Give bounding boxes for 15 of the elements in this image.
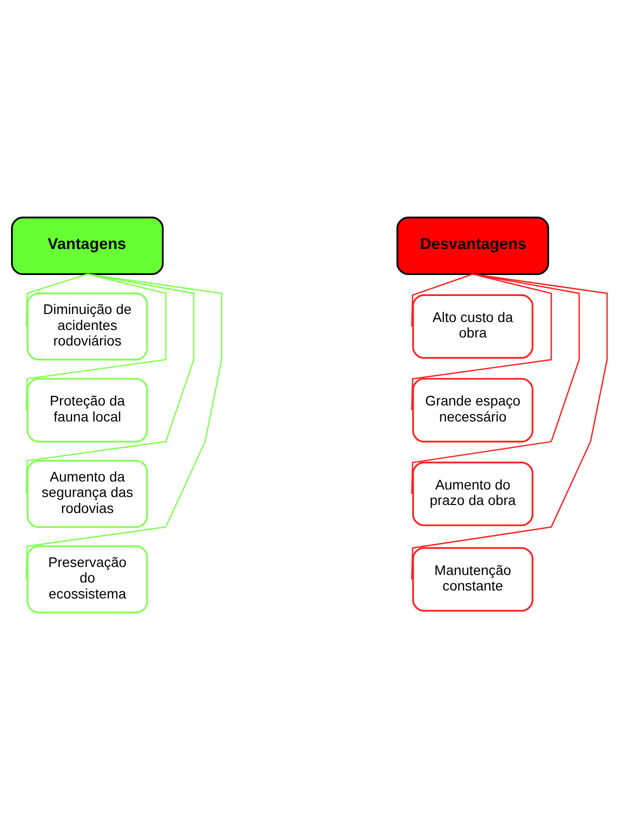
node-box: Aumento da segurança das rodovias [26, 460, 148, 528]
node-box: Grande espaço necessário [412, 378, 534, 442]
node-box: Proteção da fauna local [26, 378, 148, 442]
node-box: Diminuição de acidentes rodoviários [26, 292, 148, 360]
connector [411, 274, 580, 494]
connector [411, 274, 608, 580]
node-box: Preservação do ecossistema [26, 545, 148, 614]
connector [26, 274, 88, 326]
node-box: Manutenção constante [412, 547, 534, 612]
node-box: Desvantagens [396, 216, 550, 276]
node-box: Aumento do prazo da obra [412, 462, 534, 526]
node-box: Vantagens [11, 216, 164, 276]
connector [411, 274, 473, 326]
connector [411, 274, 552, 410]
node-box: Alto custo da obra [412, 294, 534, 359]
